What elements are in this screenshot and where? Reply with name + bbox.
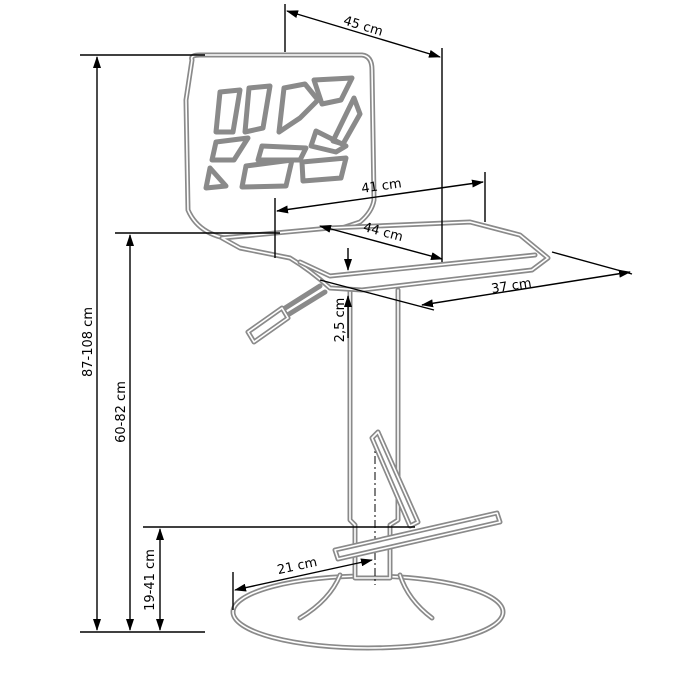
stool-base [230,572,506,651]
base-radius-label: 21 cm [276,555,319,578]
dimension-seat-thickness: 2,5 cm [333,248,352,343]
dimension-total-height: 87-108 cm [80,54,205,633]
dimension-seat-width: 41 cm [274,172,486,258]
dimension-seat-height: 60-82 cm [114,232,280,631]
seat-thickness-label: 2,5 cm [333,298,348,343]
seat-width-label: 41 cm [360,176,402,196]
seat-front-label: 37 cm [490,276,532,297]
footrest-height-label: 19-41 cm [143,549,158,611]
seat-height-label: 60-82 cm [114,381,129,443]
total-height-label: 87-108 cm [81,307,96,377]
backrest [183,52,377,243]
footrest [332,429,503,562]
dimension-footrest-height: 19-41 cm [143,526,415,631]
backrest-cutouts [203,75,363,191]
dimension-seat-front: 37 cm [319,251,633,311]
height-lever [245,283,328,345]
backrest-width-label: 45 cm [341,14,384,40]
